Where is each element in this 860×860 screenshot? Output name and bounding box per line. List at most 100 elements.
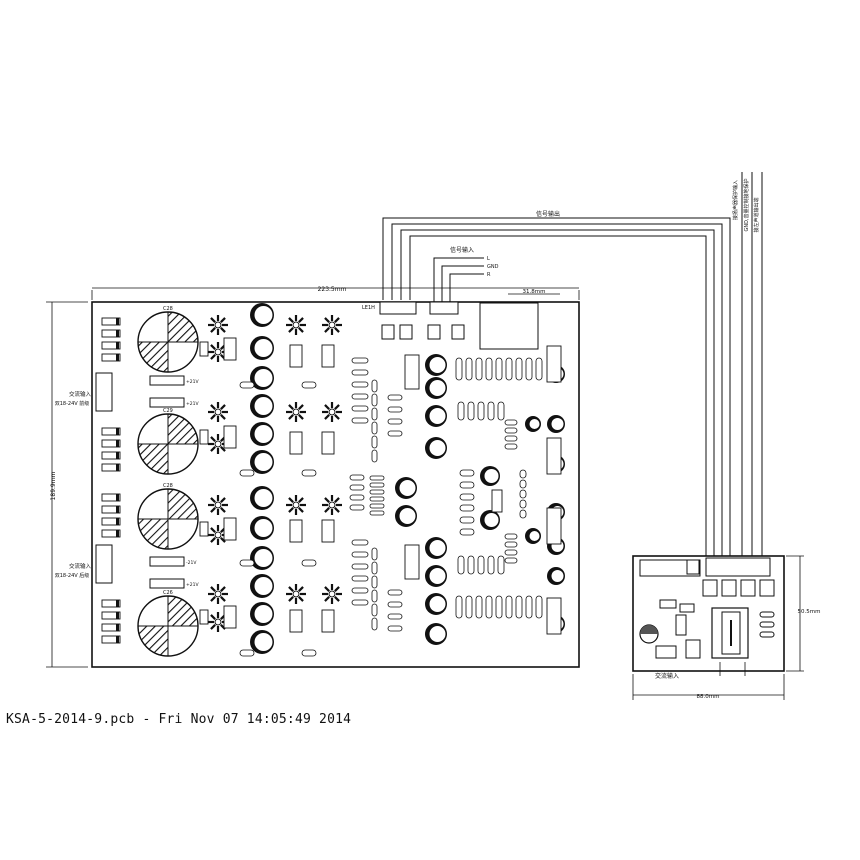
diode [101, 341, 121, 350]
component-block [223, 425, 237, 449]
filter-cap-2: C29 [137, 408, 199, 475]
electrolytic-cap [250, 394, 274, 418]
heat-sink [208, 315, 228, 335]
component-block [289, 609, 303, 633]
diode [101, 505, 121, 514]
electrolytic-cap [250, 486, 274, 510]
resistor [351, 369, 369, 376]
diode [101, 451, 121, 460]
resistor [369, 482, 385, 488]
resistor [239, 649, 255, 657]
side-wire-label-2: GND,音量控制接地保护 [743, 178, 750, 231]
electrolytic-cap [547, 415, 565, 433]
signal-output-label: 信号输出 [536, 210, 560, 218]
resistor [519, 509, 527, 519]
volt-label-3: -21V [186, 560, 197, 566]
component-block [546, 345, 562, 383]
resistor [387, 601, 403, 608]
ac-input-bottom-range: 双18-24V 后级 [55, 572, 90, 579]
electrolytic-cap [250, 630, 274, 654]
top-connector-label: LE1H [362, 305, 375, 311]
electrolytic-cap [525, 416, 541, 432]
small-board-ac-lead: 交流输入 [655, 662, 746, 680]
ac-input-bottom-label: 交流输入 [69, 562, 92, 570]
resistor [519, 479, 527, 489]
heat-sink [286, 402, 306, 422]
resistor [459, 528, 475, 536]
resistor [351, 393, 369, 400]
resistor [369, 503, 385, 509]
resistor [239, 559, 255, 567]
heat-sink [286, 495, 306, 515]
resistor [301, 559, 317, 567]
ac-terminal-top [95, 372, 113, 584]
resistor [477, 401, 485, 421]
svg-text:C26: C26 [163, 590, 173, 596]
signal-input-pin-gnd: GND [487, 264, 499, 270]
electrolytic-cap [425, 377, 447, 399]
main-board-width-text: 223.5mm [318, 286, 347, 293]
resistor [387, 589, 403, 596]
electrolytic-cap [547, 567, 565, 585]
resistor [301, 381, 317, 389]
resistor [371, 435, 378, 449]
resistor [504, 541, 518, 548]
resistor [387, 418, 403, 425]
resistor [505, 595, 513, 619]
resistor [369, 496, 385, 502]
electrolytic-cap [425, 537, 447, 559]
diode [101, 517, 121, 526]
volt-label-2: +21V [186, 401, 199, 407]
svg-text:C28: C28 [163, 483, 173, 489]
resistor [351, 575, 369, 582]
resistor [371, 547, 378, 561]
component-block [321, 344, 335, 368]
heat-sink [322, 495, 342, 515]
resistor [351, 405, 369, 412]
component-block [199, 609, 209, 625]
electrolytic-cap [395, 477, 417, 499]
resistor [504, 419, 518, 426]
heat-sink [286, 584, 306, 604]
filter-cap-1: C28 [137, 306, 199, 373]
component-block [289, 519, 303, 543]
resistor [351, 539, 369, 546]
resistor [351, 551, 369, 558]
signal-input-pin-r: R [487, 272, 491, 278]
diode-rows [101, 317, 121, 644]
resistor [515, 595, 523, 619]
resistor [371, 603, 378, 617]
component-block [223, 337, 237, 361]
resistor [467, 555, 475, 575]
resistor [457, 555, 465, 575]
diode [101, 529, 121, 538]
main-board-height-dimension: 189.9mm [46, 301, 88, 668]
small-board-width-dimension: 88.0mm [632, 674, 785, 700]
small-board-height-dimension: 50.5mm [786, 555, 820, 672]
diode [101, 439, 121, 448]
small-board [632, 555, 785, 672]
resistor [239, 381, 255, 389]
component-block [223, 517, 237, 541]
resistor [371, 393, 378, 407]
electrolytic-cap [525, 528, 541, 544]
resistor [387, 406, 403, 413]
resistor [495, 595, 503, 619]
sub-dimension-text: 31.8mm [523, 289, 546, 295]
resistor [504, 533, 518, 540]
component-block [199, 521, 209, 537]
component-block [321, 431, 335, 455]
resistor [371, 421, 378, 435]
side-wires [741, 172, 763, 556]
component-block [546, 597, 562, 635]
diode [101, 599, 121, 608]
electrolytic-cap [250, 450, 274, 474]
resistor [349, 504, 365, 511]
resistor [301, 649, 317, 657]
resistor [504, 427, 518, 434]
small-board-width-text: 88.0mm [697, 694, 720, 700]
ac-input-top-range: 双18-24V 前级 [55, 400, 90, 407]
top-connectors [379, 301, 539, 350]
electrolytic-cap [250, 303, 274, 327]
